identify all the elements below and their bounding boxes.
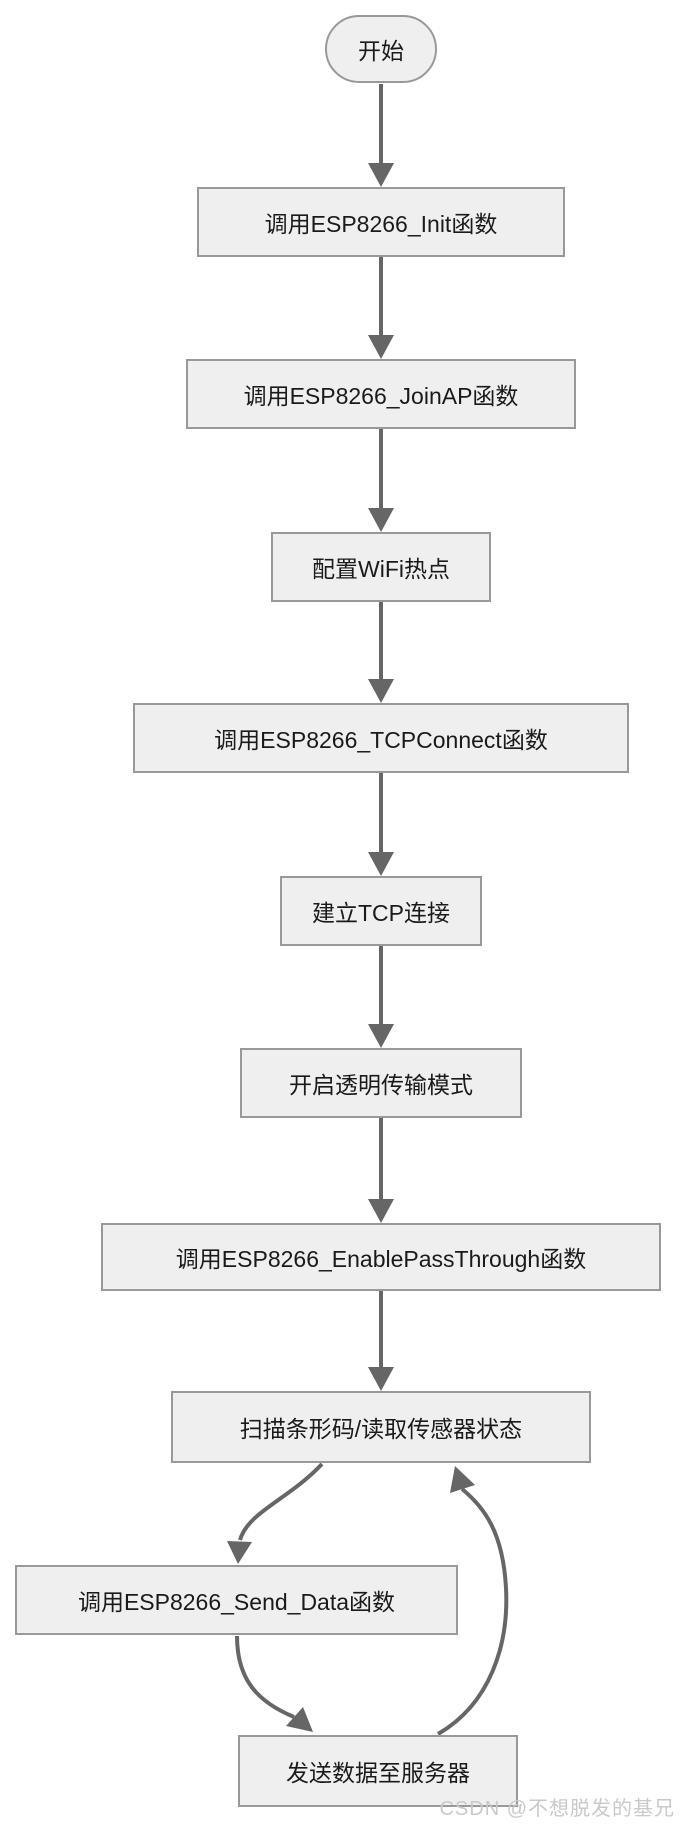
node-tcpconnect-label: 调用ESP8266_TCPConnect函数 <box>214 727 548 753</box>
node-enablepassthrough: 调用ESP8266_EnablePassThrough函数 <box>101 1223 661 1291</box>
node-scan-sensor: 扫描条形码/读取传感器状态 <box>171 1391 591 1463</box>
arrowhead-icon <box>450 1466 475 1493</box>
node-joinap: 调用ESP8266_JoinAP函数 <box>186 359 576 429</box>
node-enablepassthrough-label: 调用ESP8266_EnablePassThrough函数 <box>175 1246 587 1272</box>
node-send-to-server-label: 发送数据至服务器 <box>286 1760 470 1786</box>
node-transparent-mode: 开启透明传输模式 <box>240 1048 522 1118</box>
arrowhead-icon <box>368 1199 394 1223</box>
node-tcpconnect: 调用ESP8266_TCPConnect函数 <box>133 703 629 773</box>
arrowhead-icon <box>286 1707 313 1732</box>
edge-senddata-sendserver <box>235 1635 295 1719</box>
arrowhead-icon <box>368 163 394 187</box>
node-init-label: 调用ESP8266_Init函数 <box>264 211 498 237</box>
arrowhead-icon <box>368 508 394 532</box>
arrowhead-icon <box>227 1541 252 1564</box>
node-joinap-label: 调用ESP8266_JoinAP函数 <box>243 383 519 409</box>
node-senddata: 调用ESP8266_Send_Data函数 <box>15 1565 458 1635</box>
node-transparent-mode-label: 开启透明传输模式 <box>289 1072 473 1098</box>
node-senddata-label: 调用ESP8266_Send_Data函数 <box>77 1589 396 1615</box>
arrowhead-icon <box>368 679 394 703</box>
arrowhead-icon <box>368 1367 394 1391</box>
arrowhead-icon <box>368 852 394 876</box>
node-tcp-link: 建立TCP连接 <box>280 876 482 946</box>
arrowhead-icon <box>368 335 394 359</box>
edge-scan-senddata <box>238 1462 324 1541</box>
node-init: 调用ESP8266_Init函数 <box>197 187 565 257</box>
node-scan-sensor-label: 扫描条形码/读取传感器状态 <box>239 1416 523 1442</box>
node-wifi-hotspot: 配置WiFi热点 <box>271 532 491 602</box>
node-start: 开始 <box>325 15 437 83</box>
node-start-label: 开始 <box>358 38 404 64</box>
node-tcp-link-label: 建立TCP连接 <box>312 900 450 926</box>
arrowhead-icon <box>368 1024 394 1048</box>
node-send-to-server: 发送数据至服务器 <box>238 1735 518 1807</box>
csdn-watermark: CSDN @不想脱发的基兄 <box>439 1798 675 1820</box>
node-wifi-hotspot-label: 配置WiFi热点 <box>312 556 450 582</box>
